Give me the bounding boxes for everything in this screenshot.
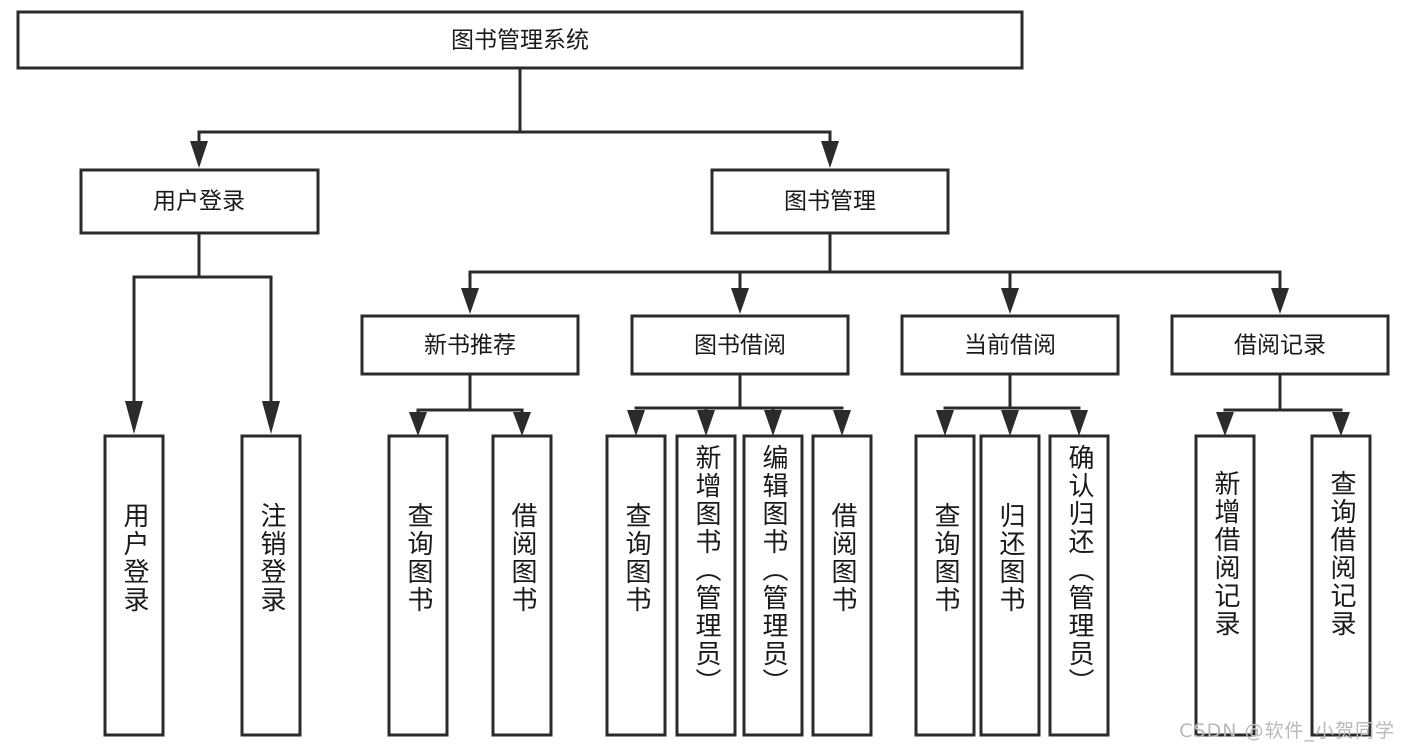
arrow-head-bb-leaf-4 — [833, 410, 851, 436]
node-book-borrow-box[interactable] — [630, 314, 850, 376]
node-root[interactable]: 图书管理系统 — [16, 10, 1024, 70]
leaf-box-book-borrow-2[interactable] — [675, 434, 737, 737]
leaf-box-book-borrow-1[interactable] — [605, 434, 667, 737]
leaf-box-current-borrow-3[interactable] — [1048, 434, 1110, 737]
leaf-box-borrow-record-2[interactable] — [1310, 434, 1372, 737]
arrow-head-cb-leaf-3 — [1070, 410, 1088, 436]
node-book-management-box[interactable] — [710, 168, 950, 235]
arrow-head-ul-leaf-2 — [262, 401, 280, 434]
leaf-boxes-new-book — [387, 434, 553, 737]
arrow-head-current-borrow — [1001, 288, 1019, 314]
arrow-head-new-book — [461, 288, 479, 314]
node-new-book-recommend[interactable]: 新书推荐 — [360, 314, 580, 376]
arrow-head-cb-leaf-2 — [1001, 410, 1019, 436]
leaf-box-user-login-1[interactable] — [103, 434, 165, 737]
node-book-borrow[interactable]: 图书借阅 — [630, 314, 850, 376]
connector-group-new-book — [409, 372, 531, 436]
connector-group-book-mgmt — [461, 231, 1289, 314]
leaf-boxes-borrow-record — [1194, 434, 1372, 737]
leaf-box-user-login-2[interactable] — [240, 434, 302, 737]
leaf-box-book-borrow-3[interactable] — [742, 434, 804, 737]
node-new-book-recommend-box[interactable] — [360, 314, 580, 376]
arrow-head-user-login — [190, 141, 208, 168]
arrow-head-bb-leaf-2 — [697, 410, 715, 436]
arrow-head-bb-leaf-1 — [627, 410, 645, 436]
leaf-box-new-book-2[interactable] — [491, 434, 553, 737]
node-root-label: 图书管理系统 — [451, 28, 589, 54]
node-book-borrow-label: 图书借阅 — [694, 333, 786, 359]
arrow-head-bb-leaf-3 — [764, 410, 782, 436]
leaf-boxes-user-login — [103, 434, 302, 737]
connector-group-current-borrow — [936, 372, 1088, 436]
node-book-management-label: 图书管理 — [784, 189, 876, 215]
arrow-head-nb-leaf-2 — [513, 412, 531, 436]
node-root-box[interactable] — [16, 10, 1024, 70]
node-book-management[interactable]: 图书管理 — [710, 168, 950, 235]
node-user-login-box[interactable] — [79, 168, 320, 235]
node-current-borrow-label: 当前借阅 — [964, 333, 1056, 359]
leaf-box-new-book-1[interactable] — [387, 434, 449, 737]
connector-group-borrow-record — [1216, 372, 1350, 436]
node-current-borrow[interactable]: 当前借阅 — [900, 314, 1120, 376]
node-new-book-recommend-label: 新书推荐 — [424, 333, 516, 359]
leaf-box-current-borrow-1[interactable] — [914, 434, 976, 737]
node-user-login[interactable]: 用户登录 — [79, 168, 320, 235]
arrow-head-book-borrow — [731, 288, 749, 314]
arrow-head-ul-leaf-1 — [125, 401, 143, 434]
node-borrow-record-label: 借阅记录 — [1234, 333, 1326, 359]
arrow-head-borrow-record — [1271, 288, 1289, 314]
leaf-boxes-current-borrow — [914, 434, 1110, 737]
arrow-head-nb-leaf-1 — [409, 412, 427, 436]
node-borrow-record-box[interactable] — [1170, 314, 1390, 376]
node-user-login-label: 用户登录 — [153, 189, 245, 215]
leaf-box-current-borrow-2[interactable] — [979, 434, 1041, 737]
leaf-boxes-book-borrow — [605, 434, 873, 737]
arrow-head-book-mgmt — [821, 141, 839, 168]
arrow-head-br-leaf-1 — [1216, 412, 1234, 436]
node-borrow-record[interactable]: 借阅记录 — [1170, 314, 1390, 376]
node-current-borrow-box[interactable] — [900, 314, 1120, 376]
leaf-box-book-borrow-4[interactable] — [811, 434, 873, 737]
connector-group-root — [190, 66, 839, 168]
arrow-head-br-leaf-2 — [1332, 412, 1350, 436]
watermark-text: CSDN @软件_小贺同学 — [1179, 720, 1395, 742]
leaf-box-borrow-record-1[interactable] — [1194, 434, 1256, 737]
connector-group-user-login — [125, 231, 280, 434]
connector-group-book-borrow — [627, 372, 851, 436]
arrow-head-cb-leaf-1 — [936, 410, 954, 436]
